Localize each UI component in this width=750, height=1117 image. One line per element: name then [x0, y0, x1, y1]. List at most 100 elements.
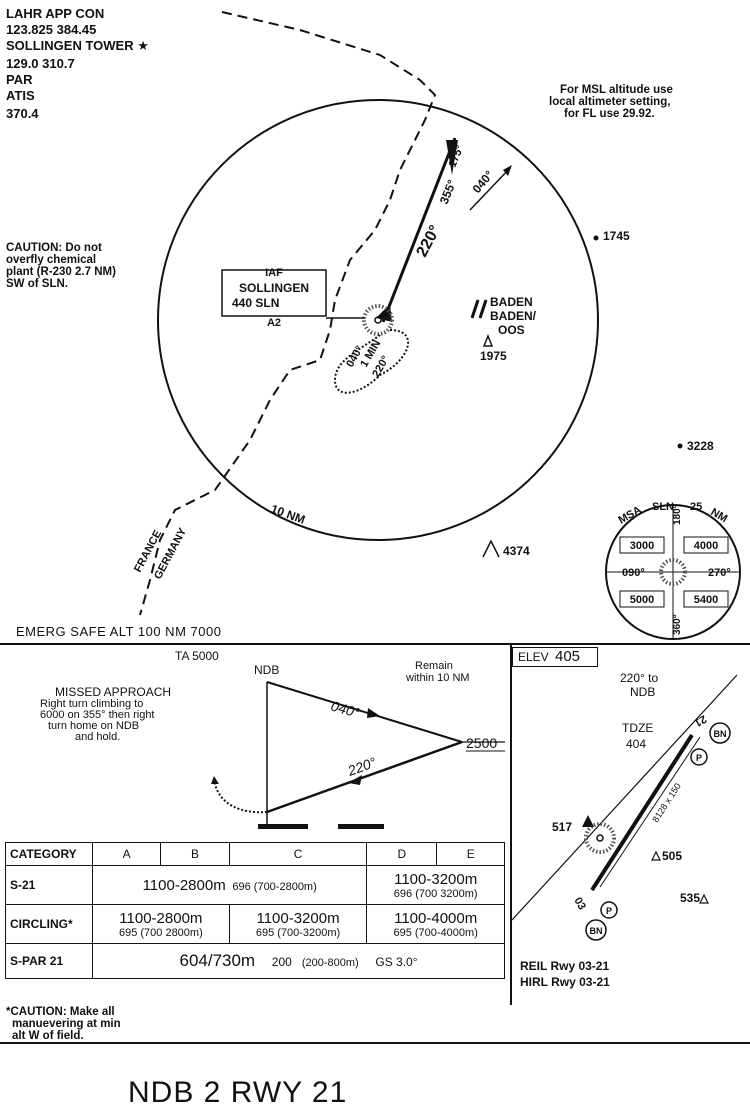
caution-circling-2: manuevering at min [12, 1018, 121, 1030]
transition-altitude: TA 5000 [175, 649, 219, 663]
plan-profile-divider [0, 643, 750, 645]
profile-view: 040° 220° 2500 [211, 681, 505, 829]
msa-sector-se: 5400 [694, 594, 718, 606]
approach-control-label: LAHR APP CON [6, 6, 105, 21]
msa-bearing-090: 090° [622, 567, 645, 579]
outbound-leg [266, 681, 463, 743]
beacon-south [585, 919, 607, 941]
caution-circling-3: alt W of field. [12, 1030, 84, 1042]
obstacle-505: 505 [662, 849, 682, 863]
runway-bar-2 [338, 824, 384, 829]
caution-chemical-3: plant (R-230 2.7 NM) [6, 266, 116, 278]
remain-note-2: within 10 NM [406, 672, 470, 684]
msa-sector-ne: 4000 [694, 540, 718, 552]
ring-label: 10 NM [269, 502, 307, 527]
national-border [139, 11, 437, 616]
par-label: PAR [6, 72, 33, 87]
arrow-175 [446, 140, 458, 175]
profile-ndb-label: NDB [254, 663, 280, 677]
altimeter-note-1: For MSL altitude use [560, 84, 673, 96]
minima-header-row: CATEGORY A B C D E [5, 842, 505, 866]
airport-diagram: 21 03 BN P P BN 8128 x 150 517 505 535 [512, 674, 738, 941]
lighting-reil: REIL Rwy 03-21 [520, 959, 610, 973]
missed-approach-3: turn home on NDB [48, 720, 140, 732]
airport-boundary [512, 674, 738, 921]
minima-table: CATEGORY A B C D E S-21 1100-2800m 696 (… [5, 842, 505, 979]
missed-approach-4: and hold. [75, 731, 121, 743]
parking-north [690, 748, 708, 766]
baden-label-3: OOS [498, 323, 525, 337]
iaf-label: IAF [265, 267, 283, 279]
altimeter-note-3: for FL use 29.92. [564, 108, 655, 120]
airport-to-ndb-1: 220° to [620, 671, 659, 685]
minima-s21-abc: 1100-2800m 696 (700-2800m) [91, 865, 368, 905]
airport-ndb-symbol [584, 822, 616, 854]
bottom-divider [0, 1042, 750, 1044]
baden-label-1: BADEN [490, 295, 533, 309]
iaf-ident: 440 SLN [232, 296, 279, 310]
inbound-leg [266, 740, 463, 814]
tdze-label: TDZE [622, 721, 654, 735]
spot-3228-label: 3228 [687, 439, 714, 453]
spot-3228 [677, 443, 683, 449]
msa-label-3: 25 [690, 501, 702, 513]
minima-header-c: C [228, 842, 368, 866]
outbound-040-arrow [503, 165, 512, 176]
beacon-north [709, 722, 731, 744]
baden-label-2: BADEN/ [490, 309, 537, 323]
remain-note-1: Remain [415, 660, 453, 672]
ndb-symbol [362, 304, 394, 336]
approach-control-frequency: 123.825 384.45 [6, 22, 97, 37]
tower-label: SOLLINGEN TOWER ★ [6, 38, 149, 53]
caution-chemical-1: CAUTION: Do not [6, 242, 102, 254]
baden-elevation: 1975 [480, 349, 507, 363]
iaf-box [221, 269, 327, 317]
minima-circling-label: CIRCLING* [5, 904, 93, 944]
minima-s21-label: S-21 [5, 865, 93, 905]
iaf-name: SOLLINGEN [239, 281, 309, 295]
holding-pattern [333, 329, 410, 394]
parking-north-label: P [696, 753, 702, 763]
obstacle-4374-label: 4374 [503, 544, 530, 558]
msa-bearing-270: 270° [708, 567, 731, 579]
minima-header-d: D [366, 842, 438, 866]
atis-frequency: 370.4 [6, 106, 39, 121]
minima-par-label: S-PAR 21 [5, 943, 93, 979]
minima-par-values: 604/730m 200 (200-800m) GS 3.0° [92, 943, 505, 979]
airport-ndb-elevation: 517 [552, 820, 572, 834]
msa-bearing-180: 180° [672, 504, 683, 525]
beacon-south-label: BN [590, 926, 603, 936]
emergency-safe-altitude: EMERG SAFE ALT 100 NM 7000 [16, 624, 222, 639]
obstacle-535: 535 [680, 891, 700, 905]
course-355-label: 355° [437, 178, 459, 206]
caution-circling-1: *CAUTION: Make all [6, 1006, 115, 1018]
msa-label-2: SLN [652, 501, 674, 513]
ten-nm-ring [157, 99, 599, 541]
missed-approach-2: 6000 on 355° then right [40, 709, 155, 721]
spot-1745 [593, 235, 599, 241]
inbound-course-line [381, 137, 457, 323]
minima-header-category: CATEGORY [5, 842, 93, 866]
runway-03-21 [590, 733, 694, 892]
missed-approach-1: Right turn climbing to [40, 698, 144, 710]
msa-sector-nw: 3000 [630, 540, 654, 552]
iaf-altitude: A2 [267, 317, 281, 329]
missed-approach-path [214, 783, 268, 814]
profile-altitude: 2500 [466, 735, 497, 751]
course-040-label: 040° [470, 168, 497, 196]
runway-bar-1 [258, 824, 308, 829]
airport-divider [510, 643, 512, 1005]
minima-row-par: S-PAR 21 604/730m 200 (200-800m) GS 3.0° [5, 943, 505, 979]
atis-label: ATIS [6, 88, 35, 103]
lighting-hirl: HIRL Rwy 03-21 [520, 975, 610, 989]
elevation-box [512, 647, 598, 667]
runway-03-label: 03 [571, 896, 588, 913]
msa-bearing-360: 360° [672, 614, 683, 635]
minima-header-e: E [436, 842, 505, 866]
minima-row-s21: S-21 1100-2800m 696 (700-2800m) 1100-320… [5, 865, 505, 905]
